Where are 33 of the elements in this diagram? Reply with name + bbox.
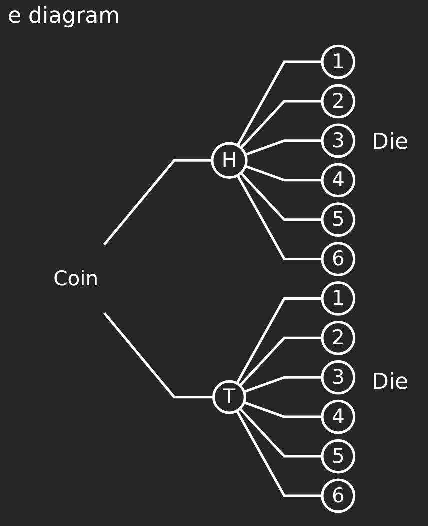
- node-circle: [321, 84, 356, 119]
- node-text: Coin: [54, 266, 99, 290]
- node-circle: [321, 282, 356, 316]
- node-circle: [321, 400, 356, 434]
- connector: [236, 410, 322, 498]
- connector: [240, 100, 322, 149]
- node-circle: [211, 142, 248, 180]
- branch-label: Die: [372, 370, 409, 395]
- connector: [239, 408, 322, 458]
- node-circle: [321, 320, 356, 356]
- node-circle: [321, 478, 356, 514]
- node-circle: [321, 242, 356, 276]
- branch-label: Die: [372, 130, 409, 155]
- tree-diagram: Coin H 1 2 3 4 5 6 T 1 2 3 4 5 6: [0, 36, 370, 522]
- connector: [104, 312, 214, 399]
- connector: [240, 172, 322, 222]
- node-circle: [212, 380, 246, 414]
- connector: [239, 336, 322, 387]
- node-circle: [321, 360, 356, 395]
- node-circle: [321, 163, 356, 198]
- node-circle: [321, 439, 356, 474]
- connector: [236, 60, 322, 146]
- connector: [244, 401, 322, 418]
- node-circle: [321, 124, 356, 158]
- connector: [236, 174, 322, 261]
- connector: [245, 165, 322, 182]
- connector: [104, 159, 212, 246]
- connector: [236, 297, 322, 384]
- node-circle: [321, 202, 356, 238]
- connector: [245, 140, 322, 156]
- node-circle: [321, 44, 356, 80]
- diagram-title: e diagram: [8, 4, 120, 29]
- connector: [244, 376, 322, 394]
